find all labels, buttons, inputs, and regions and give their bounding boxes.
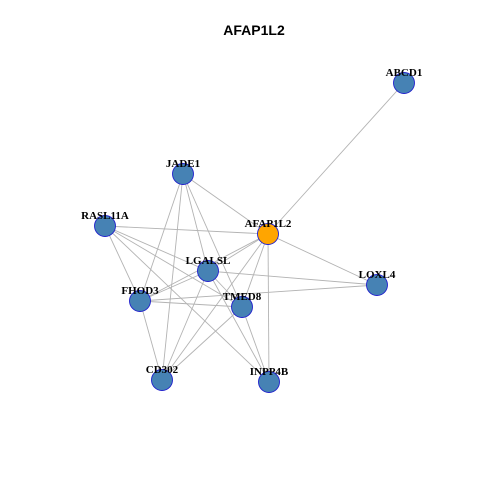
node-circle[interactable] (366, 274, 388, 296)
edge-tmed8-inpp4b (241, 306, 270, 383)
node-cd302[interactable]: CD302 (146, 364, 179, 391)
edge-afap1l2-inpp4b (267, 233, 270, 383)
edge-rasl11a-fhod3 (104, 225, 141, 302)
node-label: TMED8 (223, 291, 262, 303)
edge-afap1l2-abcd1 (267, 82, 405, 235)
node-circle[interactable] (129, 290, 151, 312)
node-lgalsl[interactable]: LGALSL (186, 255, 231, 282)
node-inpp4b[interactable]: INPP4B (250, 366, 289, 393)
node-circle[interactable] (257, 223, 279, 245)
edge-jade1-lgalsl (182, 173, 209, 272)
node-circle[interactable] (231, 296, 253, 318)
node-tmed8[interactable]: TMED8 (223, 291, 262, 318)
node-label: FHOD3 (121, 285, 159, 297)
node-circle[interactable] (94, 215, 116, 237)
node-loxl4[interactable]: LOXL4 (359, 269, 396, 296)
node-label: LOXL4 (359, 269, 396, 281)
node-fhod3[interactable]: FHOD3 (121, 285, 159, 312)
edge-tmed8-cd302 (161, 306, 243, 381)
node-circle[interactable] (393, 72, 415, 94)
edge-jade1-fhod3 (139, 173, 184, 302)
edge-fhod3-cd302 (139, 300, 163, 381)
edge-lgalsl-cd302 (161, 270, 209, 381)
edge-rasl11a-lgalsl (104, 225, 209, 272)
edges-layer (104, 82, 405, 383)
edge-lgalsl-inpp4b (207, 270, 270, 383)
node-label: RASL11A (81, 210, 129, 222)
node-afap1l2[interactable]: AFAP1L2 (245, 218, 292, 245)
node-label: CD302 (146, 364, 179, 376)
node-abcd1[interactable]: ABCD1 (386, 67, 423, 94)
node-circle[interactable] (258, 371, 280, 393)
edge-lgalsl-loxl4 (207, 270, 378, 286)
node-label: ABCD1 (386, 67, 423, 79)
node-label: JADE1 (166, 158, 200, 170)
node-label: LGALSL (186, 255, 231, 267)
edge-afap1l2-loxl4 (267, 233, 378, 286)
edge-afap1l2-jade1 (182, 173, 269, 235)
edge-fhod3-tmed8 (139, 300, 243, 308)
edge-afap1l2-cd302 (161, 233, 269, 381)
edge-lgalsl-fhod3 (139, 270, 209, 302)
edge-jade1-tmed8 (182, 173, 243, 308)
edge-afap1l2-lgalsl (207, 233, 269, 272)
edge-rasl11a-tmed8 (104, 225, 243, 308)
node-label: INPP4B (250, 366, 289, 378)
node-rasl11a[interactable]: RASL11A (81, 210, 129, 237)
node-label: AFAP1L2 (245, 218, 292, 230)
edge-afap1l2-tmed8 (241, 233, 269, 308)
node-circle[interactable] (197, 260, 219, 282)
node-circle[interactable] (172, 163, 194, 185)
node-circle[interactable] (151, 369, 173, 391)
graph-title: AFAP1L2 (223, 22, 285, 38)
edge-fhod3-loxl4 (139, 284, 378, 302)
edge-jade1-cd302 (161, 173, 184, 381)
node-jade1[interactable]: JADE1 (166, 158, 200, 185)
edge-afap1l2-rasl11a (104, 225, 269, 235)
